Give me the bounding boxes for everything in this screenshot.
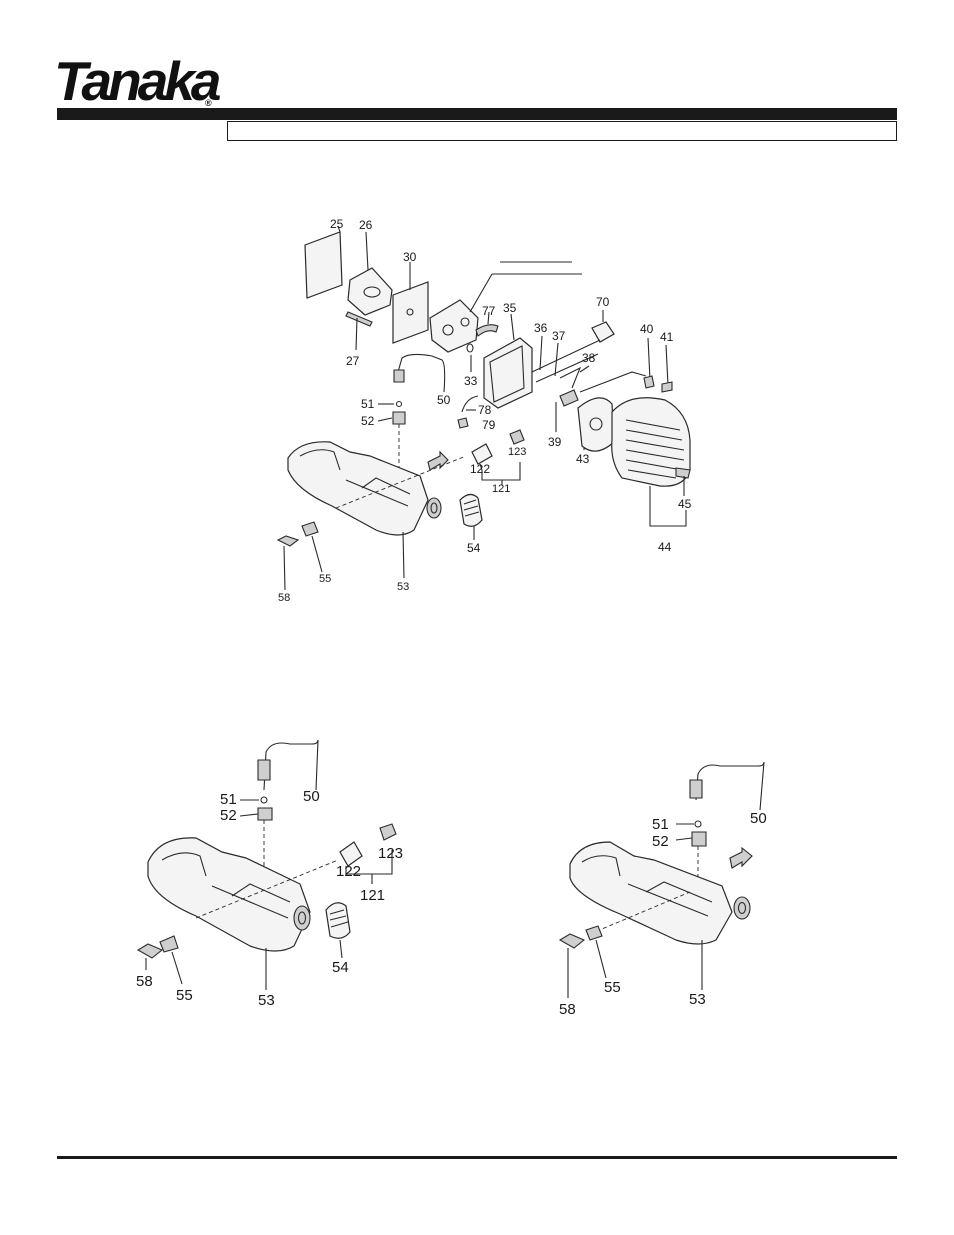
part-gasket-25 <box>304 231 343 299</box>
direction-arrow <box>729 846 753 869</box>
label: 121 <box>492 483 510 495</box>
diagram-right <box>558 761 765 998</box>
label: 38 <box>582 351 596 365</box>
label: 51 <box>220 791 237 808</box>
header-bar <box>57 108 897 120</box>
title-box <box>227 121 897 141</box>
part-39 <box>559 389 579 407</box>
part-knob-70 <box>591 321 615 343</box>
part-cap-54 <box>459 493 483 527</box>
label: 79 <box>482 418 496 432</box>
part-filter-43 <box>577 397 615 452</box>
label: 50 <box>303 788 320 805</box>
label: 53 <box>258 992 275 1009</box>
direction-arrow <box>427 450 449 471</box>
part-fuel-line-50 <box>263 739 319 791</box>
diagram-main <box>276 225 691 591</box>
part-grommet-55 <box>301 521 319 537</box>
label: 78 <box>478 403 492 417</box>
label: 53 <box>689 991 706 1008</box>
diagram-left <box>136 739 397 990</box>
label: 123 <box>378 845 403 862</box>
part-fuel-line-50 <box>695 761 765 801</box>
label: 44 <box>658 540 672 554</box>
label: 27 <box>346 354 360 368</box>
label: 122 <box>470 462 490 476</box>
label: 43 <box>576 452 590 466</box>
label: 123 <box>508 446 526 458</box>
label: 58 <box>136 973 153 990</box>
part-123 <box>509 429 525 445</box>
brand-logo: Tanaka <box>54 50 222 112</box>
label: 77 <box>482 304 496 318</box>
labels-left: 50 51 52 123 122 121 54 58 55 53 <box>136 788 403 1009</box>
label: 54 <box>467 541 481 555</box>
label: 45 <box>678 497 692 511</box>
label: 37 <box>552 329 566 343</box>
label: 58 <box>278 592 290 604</box>
part-123 <box>379 823 397 841</box>
part-gasket-30 <box>392 281 429 344</box>
part-air-cleaner-35 <box>483 337 533 409</box>
label: 52 <box>652 833 669 850</box>
part-bolt-27 <box>345 311 373 327</box>
label: 30 <box>403 250 417 264</box>
part-fuel-line-50 <box>397 353 446 393</box>
label: 54 <box>332 959 349 976</box>
part-fuel-tank-53 <box>147 837 311 952</box>
part-carburetor <box>429 299 479 353</box>
label: 52 <box>361 414 375 428</box>
label: 122 <box>336 863 361 880</box>
label: 58 <box>559 1001 576 1018</box>
part-cap-54 <box>325 902 351 939</box>
labels-right: 50 51 52 58 55 53 <box>559 810 767 1018</box>
label: 36 <box>534 321 548 335</box>
label: 25 <box>330 217 344 231</box>
label: 41 <box>660 330 674 344</box>
part-hose-77 <box>475 324 499 337</box>
part-grommet-55 <box>159 935 179 953</box>
label: 55 <box>176 987 193 1004</box>
label: 35 <box>503 301 517 315</box>
label: 50 <box>750 810 767 827</box>
label: 50 <box>437 393 451 407</box>
part-122 <box>339 841 363 867</box>
registered-mark: ® <box>205 98 212 108</box>
part-insulator-26 <box>347 267 393 316</box>
part-33 <box>466 343 474 353</box>
part-122 <box>471 443 493 465</box>
part-fuel-tank-53 <box>287 441 429 536</box>
part-bolt-58 <box>136 943 164 959</box>
label: 26 <box>359 218 373 232</box>
label: 55 <box>604 979 621 996</box>
label: 33 <box>464 374 478 388</box>
label: 53 <box>397 581 409 593</box>
footer-rule <box>57 1156 897 1159</box>
label: 40 <box>640 322 654 336</box>
label: 39 <box>548 435 562 449</box>
labels-main: 25 26 27 30 77 35 70 36 37 40 41 38 33 7… <box>278 217 692 604</box>
label: 52 <box>220 807 237 824</box>
label: 70 <box>596 295 610 309</box>
part-bolt-58 <box>276 535 300 547</box>
label: 55 <box>319 573 331 585</box>
label: 51 <box>652 816 669 833</box>
part-grommet-55 <box>585 925 603 941</box>
label: 51 <box>361 397 375 411</box>
label: 121 <box>360 887 385 904</box>
part-bolt-58 <box>558 933 586 949</box>
